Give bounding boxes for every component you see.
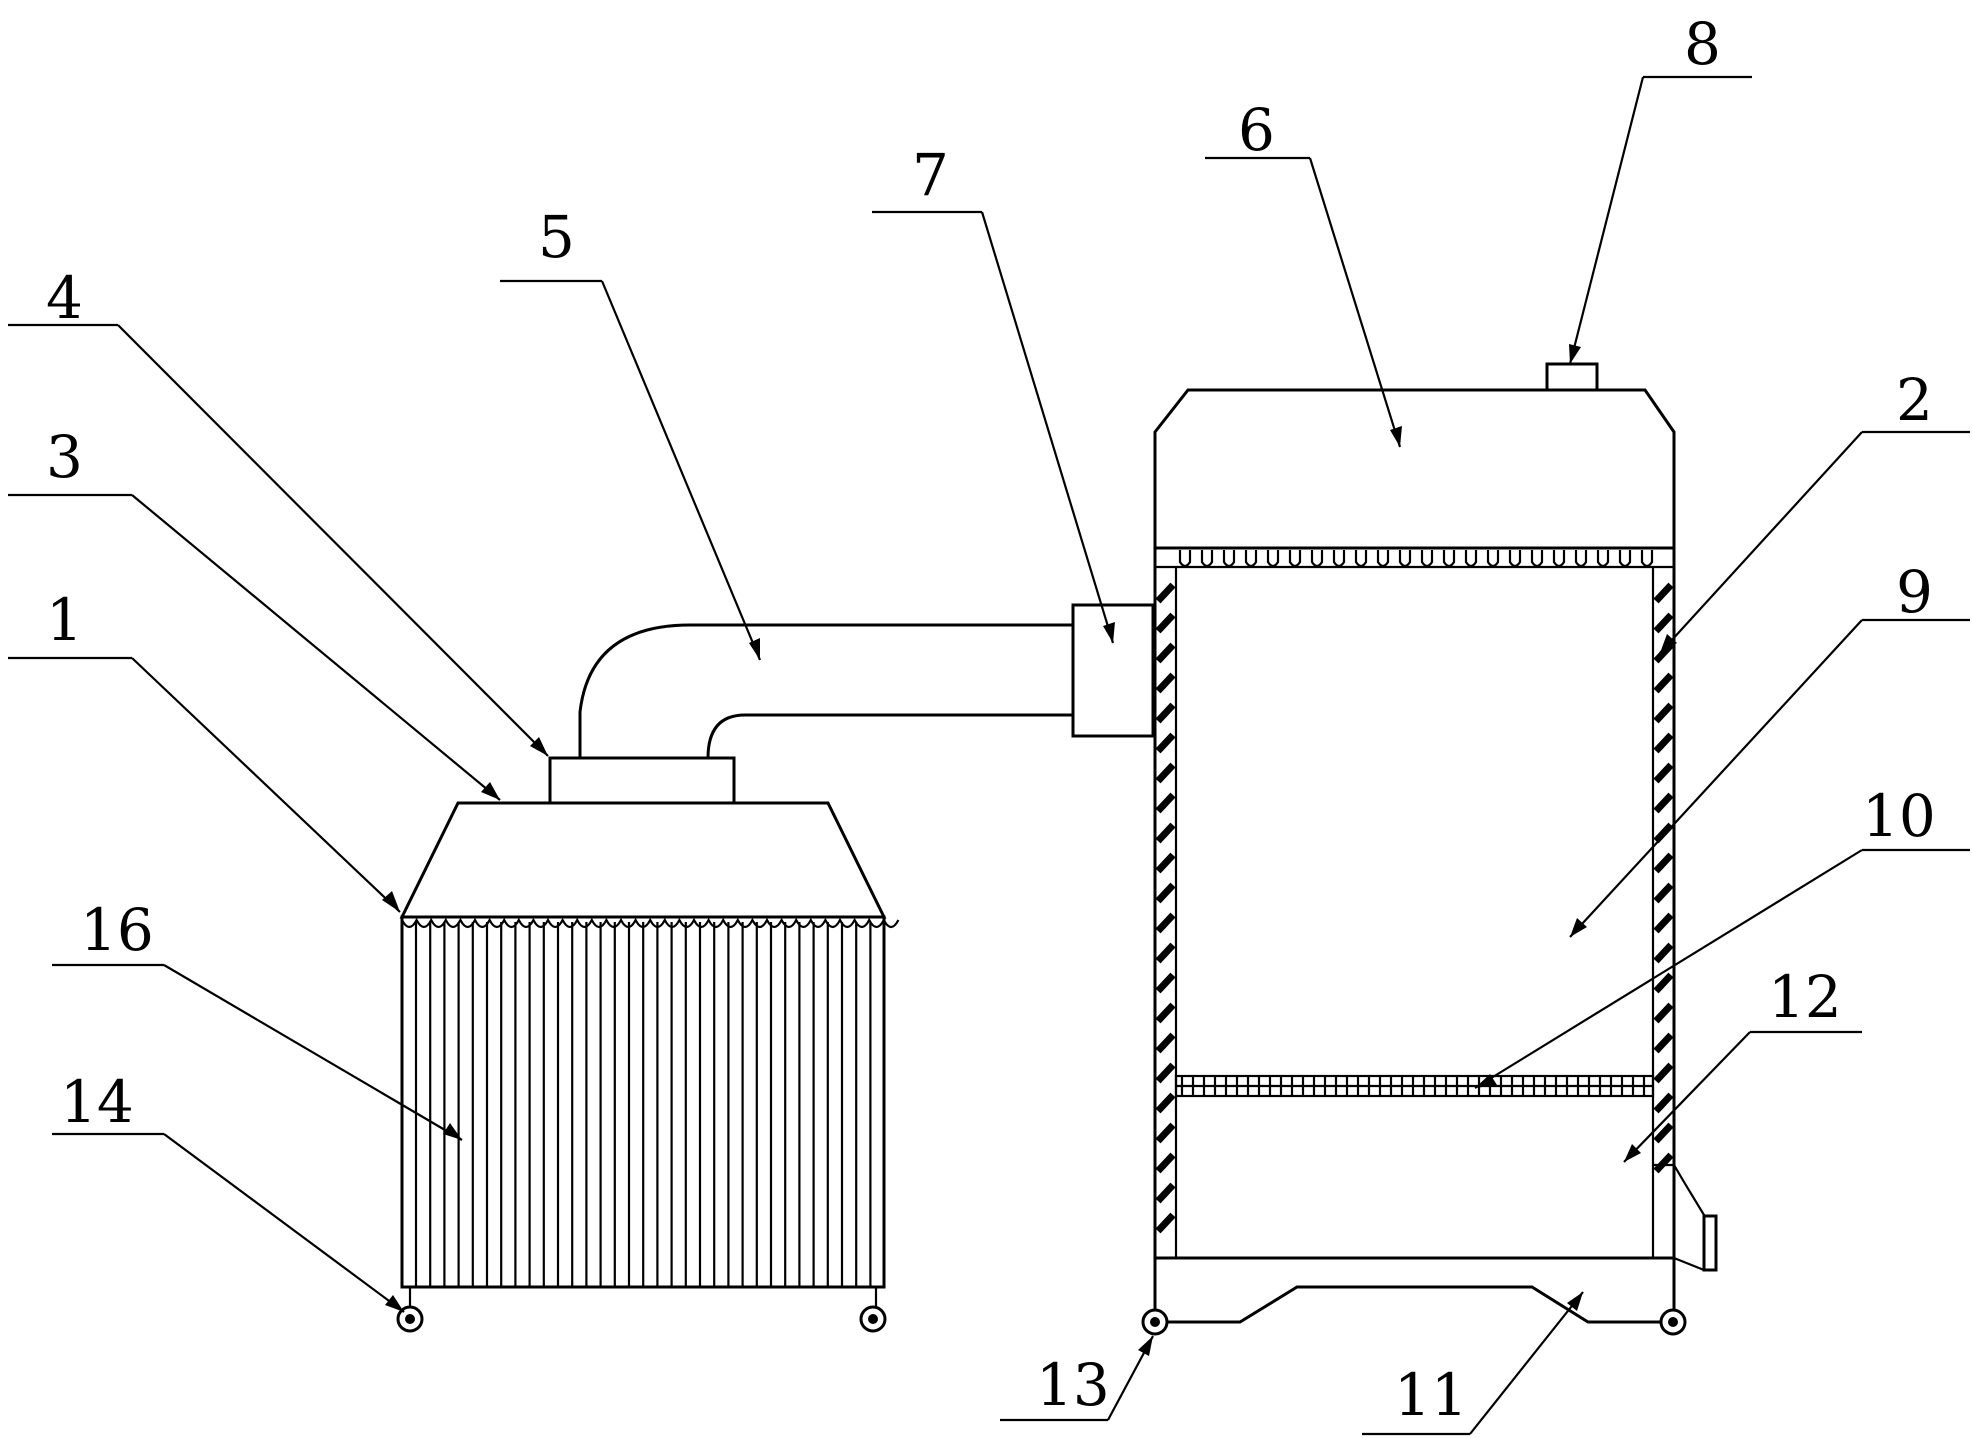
callout-9: 9 — [1569, 558, 1970, 938]
svg-text:6: 6 — [1238, 96, 1275, 164]
callout-4: 4 — [8, 264, 549, 757]
svg-text:1: 1 — [46, 586, 83, 654]
callout-12: 12 — [1623, 963, 1862, 1163]
callouts: 1 2 3 4 5 — [8, 10, 1970, 1436]
top-nozzle — [1545, 362, 1599, 392]
callout-6: 6 — [1205, 96, 1402, 448]
svg-text:16: 16 — [80, 896, 154, 964]
hood — [399, 801, 887, 919]
callout-11: 11 — [1362, 1291, 1584, 1436]
tower-top-cap — [1153, 388, 1676, 548]
svg-text:12: 12 — [1768, 963, 1842, 1031]
svg-text:11: 11 — [1394, 1361, 1468, 1429]
drain-spout — [1653, 1163, 1705, 1272]
svg-text:13: 13 — [1036, 1351, 1110, 1419]
left-hood-unit — [396, 756, 900, 1333]
callout-5: 5 — [500, 203, 762, 661]
wall-hatching — [1155, 582, 1674, 1234]
curtain-strips — [414, 922, 872, 1287]
callout-10: 10 — [1474, 782, 1970, 1089]
scrubber-tower — [1141, 362, 1718, 1336]
curtain-scallops — [401, 917, 900, 929]
svg-text:5: 5 — [538, 203, 575, 271]
callout-1: 1 — [8, 586, 401, 913]
spray-nozzles — [1178, 550, 1654, 568]
svg-text:3: 3 — [46, 423, 83, 491]
outlet-collar — [548, 756, 736, 805]
svg-text:14: 14 — [60, 1068, 134, 1136]
callout-14: 14 — [52, 1068, 405, 1313]
base-frame — [1155, 1285, 1674, 1324]
svg-text:9: 9 — [1896, 558, 1933, 626]
callout-2: 2 — [1659, 366, 1970, 654]
left-wheels — [396, 1287, 887, 1333]
callout-3: 3 — [8, 423, 501, 801]
svg-text:4: 4 — [46, 264, 83, 332]
duct-pipe — [578, 623, 1073, 759]
svg-text:8: 8 — [1684, 10, 1721, 78]
svg-text:10: 10 — [1862, 782, 1936, 850]
callout-16: 16 — [52, 896, 463, 1141]
callout-13: 13 — [1000, 1335, 1154, 1422]
filter-ticks — [1176, 1076, 1653, 1096]
svg-text:2: 2 — [1896, 366, 1933, 434]
fan-box — [1071, 603, 1155, 738]
callout-7: 7 — [872, 141, 1115, 644]
svg-text:7: 7 — [912, 141, 949, 209]
callout-8: 8 — [1568, 10, 1752, 365]
